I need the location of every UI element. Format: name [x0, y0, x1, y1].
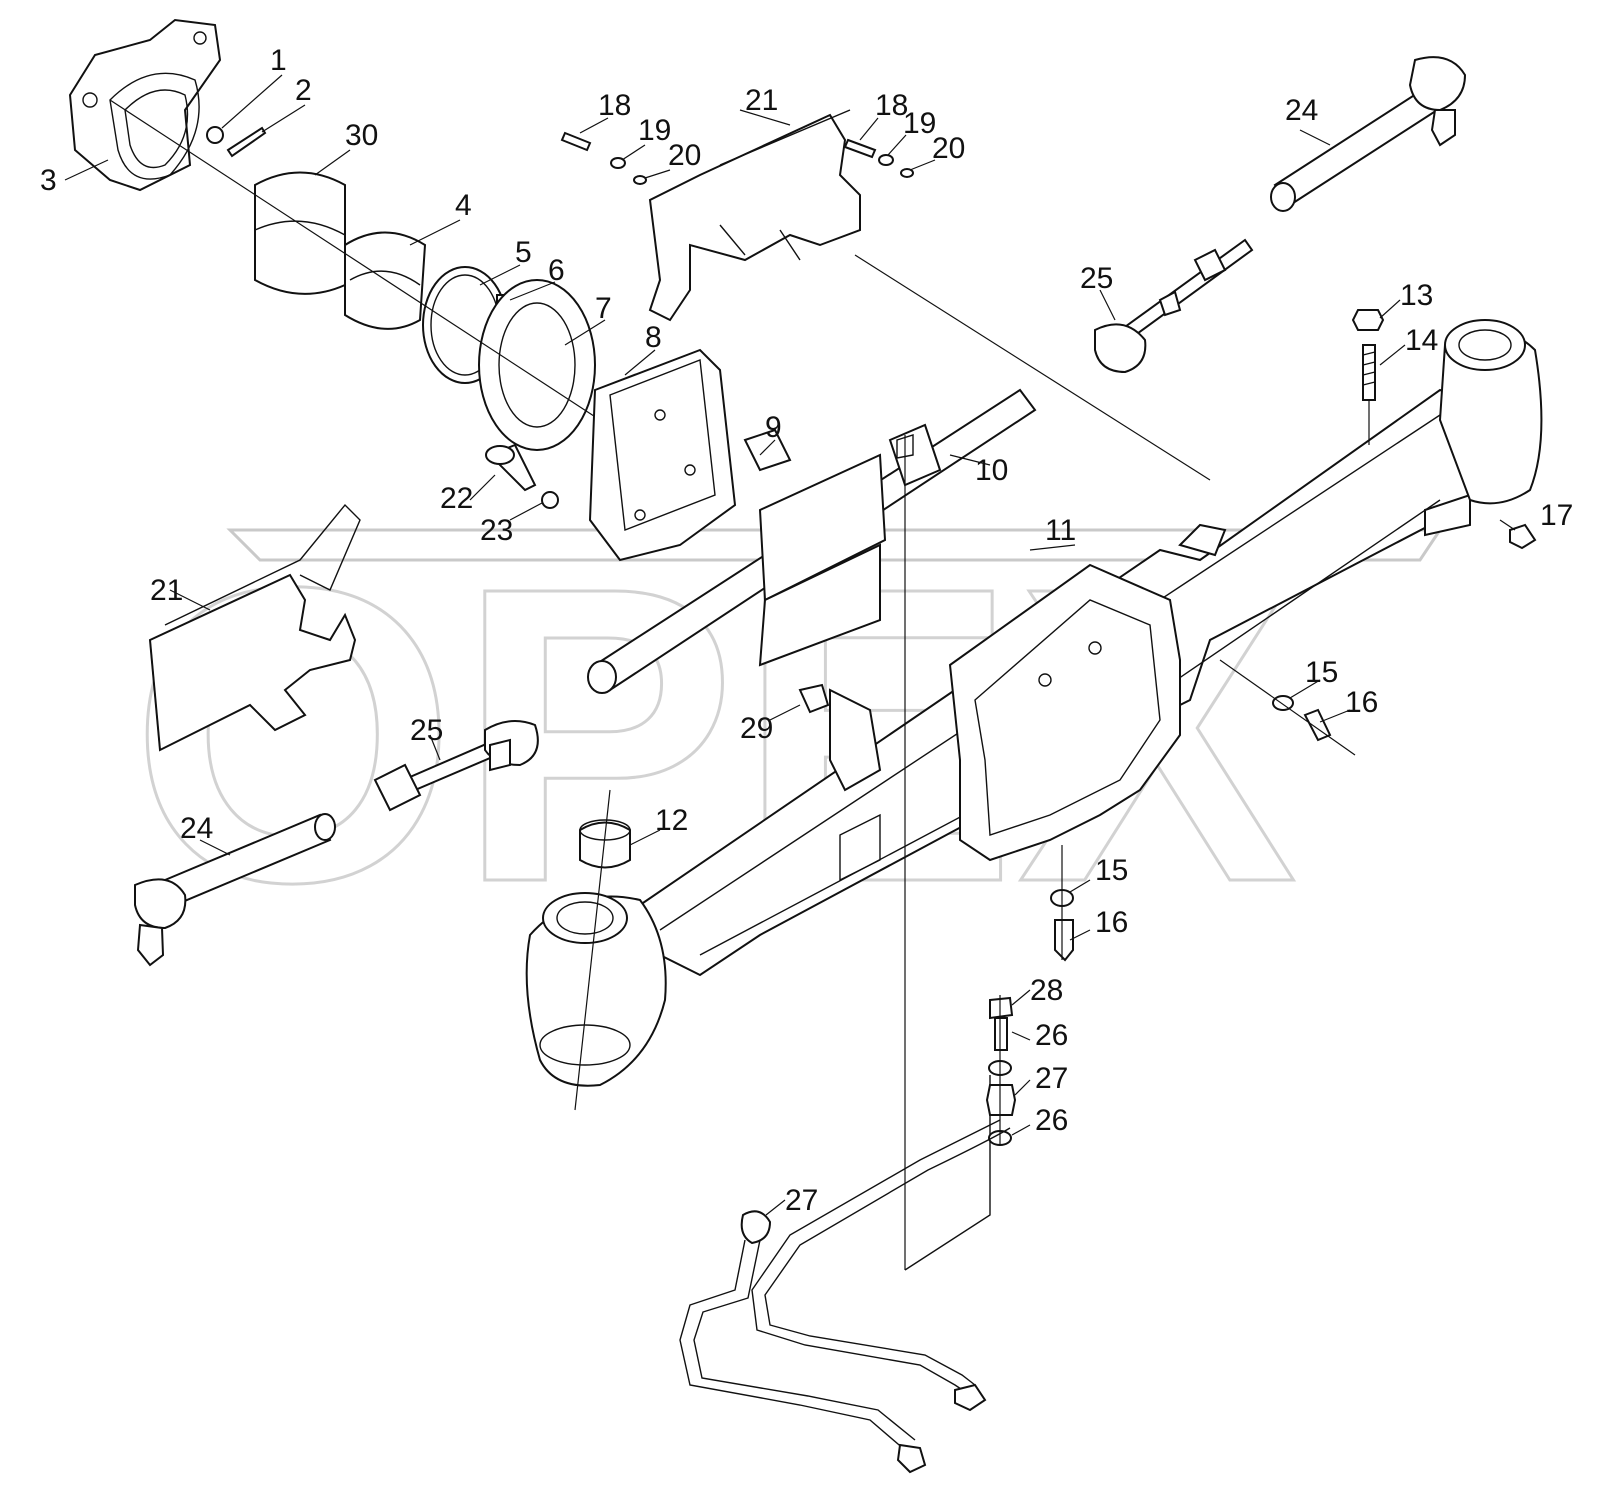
bracket-29	[798, 683, 882, 792]
callout-15-lower: 15	[1095, 854, 1128, 887]
callout-18-right: 18	[875, 89, 908, 122]
tie-rod-adjuster-25-right	[1094, 238, 1254, 374]
pin-9	[743, 428, 792, 472]
callout-19-right: 19	[903, 107, 936, 140]
bolt-set-upper-right	[843, 138, 914, 178]
bolt-16-lower	[1054, 919, 1074, 962]
callout-23: 23	[480, 514, 513, 547]
nut-17	[1509, 523, 1537, 550]
callout-24-left: 24	[180, 812, 213, 845]
shield-21-left	[148, 503, 361, 752]
spindle-housing-right	[1438, 319, 1543, 505]
callout-21-left: 21	[150, 574, 183, 607]
callout-25-right: 25	[1080, 262, 1113, 295]
callout-26-lower: 26	[1035, 1104, 1068, 1137]
callout-4: 4	[455, 189, 472, 222]
tie-rod-end-24-right	[1270, 56, 1467, 212]
callout-30: 30	[345, 119, 378, 152]
tie-rod-adjuster-25-left	[373, 720, 539, 812]
callout-28: 28	[1030, 974, 1063, 1007]
callout-20-right: 20	[932, 132, 965, 165]
callout-2: 2	[295, 74, 312, 107]
callout-labels: 1 2 3 30 4 5 6 7 8 9 10 11 12 13 14 15 1…	[40, 44, 1573, 1217]
callout-27-upper: 27	[1035, 1062, 1068, 1095]
hydraulic-line-right	[751, 1119, 1011, 1412]
callout-11: 11	[1045, 514, 1076, 547]
stud-14	[1362, 344, 1376, 401]
trunnion-bracket	[68, 18, 222, 192]
spindle-housing-left	[525, 892, 667, 1087]
callout-15-upper: 15	[1305, 656, 1338, 689]
callout-9: 9	[765, 411, 782, 444]
thrust-washer-7	[478, 279, 596, 451]
pivot-axis-line	[574, 434, 991, 1271]
callout-21-upper: 21	[745, 84, 778, 117]
bolt-2	[226, 126, 267, 158]
callout-20-left: 20	[668, 139, 701, 172]
callout-12: 12	[655, 804, 688, 837]
callout-25-left: 25	[410, 714, 443, 747]
callout-29: 29	[740, 712, 773, 745]
callout-27-lower: 27	[785, 1184, 818, 1217]
nut-13	[1351, 309, 1385, 331]
callout-16-upper: 16	[1345, 686, 1378, 719]
axle-beam-11	[638, 388, 1502, 977]
callout-3: 3	[40, 164, 57, 197]
nut-27-upper	[985, 1084, 1017, 1116]
callout-14: 14	[1405, 324, 1438, 357]
pivot-carrier-8	[588, 348, 737, 562]
shield-21-upper	[648, 109, 861, 322]
bushing-4	[344, 231, 427, 330]
leader-lines	[64, 74, 1516, 1216]
callout-5: 5	[515, 236, 532, 269]
callout-1: 1	[270, 44, 287, 77]
callout-16-lower: 16	[1095, 906, 1128, 939]
callout-6: 6	[548, 254, 565, 287]
washer-15-upper	[1272, 695, 1294, 711]
bushing-30	[254, 171, 346, 295]
callout-17: 17	[1540, 499, 1573, 532]
callout-7: 7	[595, 292, 612, 325]
pivot-shaft-10	[587, 388, 1037, 694]
nut-27-lower	[740, 1210, 772, 1245]
bolt-set-upper-left	[560, 131, 647, 185]
callout-18-left: 18	[598, 89, 631, 122]
hydraulic-line-left	[679, 1239, 927, 1474]
callout-24-right: 24	[1285, 94, 1318, 127]
callout-8: 8	[645, 321, 662, 354]
watermark-band	[226, 528, 1443, 562]
callout-26-upper: 26	[1035, 1019, 1068, 1052]
bolt-22	[485, 443, 537, 492]
tie-rod-end-24-left	[134, 813, 336, 967]
callout-13: 13	[1400, 279, 1433, 312]
nut-23	[541, 491, 559, 509]
callout-10: 10	[975, 454, 1008, 487]
nut-1	[206, 126, 224, 144]
callout-19-left: 19	[638, 114, 671, 147]
bolt-28	[989, 996, 1014, 1051]
callout-22: 22	[440, 482, 473, 515]
bushing-12	[579, 819, 631, 869]
